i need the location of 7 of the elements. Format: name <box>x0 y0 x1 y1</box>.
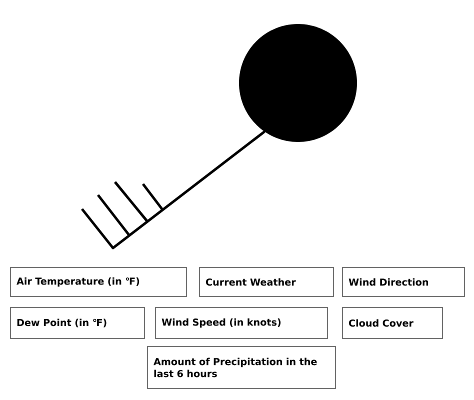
label-box: Dew Point (in ℉) <box>10 307 145 339</box>
label-box: Air Temperature (in ℉) <box>10 267 187 297</box>
label-box: Amount of Precipitation in the last 6 hours <box>147 346 336 389</box>
label-box: Current Weather <box>199 267 334 297</box>
label-box: Wind Direction <box>342 267 465 297</box>
label-box: Cloud Cover <box>342 307 443 339</box>
label-box: Wind Speed (in knots) <box>155 307 328 339</box>
